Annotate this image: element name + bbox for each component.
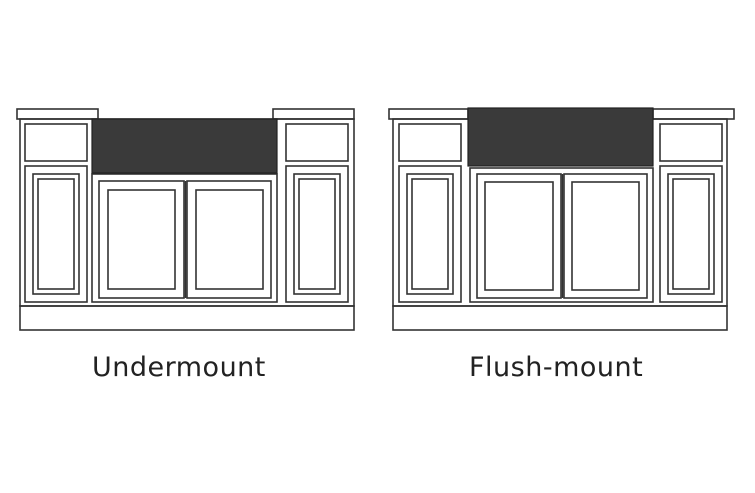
sink-apron: [467, 107, 654, 167]
center-door-left-inset: [107, 189, 176, 290]
panel-left-outer: [32, 173, 80, 295]
countertop-right: [652, 108, 735, 120]
center-door-left-inset: [484, 181, 554, 291]
drawer-left: [398, 123, 462, 162]
center-frame: [469, 167, 654, 303]
center-door-right-inset: [195, 189, 264, 290]
drawer-left: [24, 123, 88, 162]
panel-left-inner: [411, 178, 449, 290]
panel-left-outer: [406, 173, 454, 295]
panel-right-outer: [293, 173, 341, 295]
panel-right-inner: [672, 178, 710, 290]
stile-left: [398, 165, 462, 303]
sink-apron: [91, 118, 278, 174]
panel-right-inner: [298, 178, 336, 290]
center-door-right: [186, 180, 272, 299]
undermount-caption: Undermount: [92, 352, 266, 383]
drawer-right: [659, 123, 723, 162]
base-plinth: [392, 305, 728, 331]
center-door-left: [476, 173, 562, 299]
countertop-left: [388, 108, 469, 120]
countertop-left: [16, 108, 99, 120]
countertop-right: [272, 108, 355, 120]
drawer-right: [285, 123, 349, 162]
stile-right: [659, 165, 723, 303]
panel-right-outer: [667, 173, 715, 295]
center-door-right-inset: [571, 181, 640, 291]
panel-left-inner: [37, 178, 75, 290]
center-door-left: [98, 180, 185, 299]
center-door-right: [563, 173, 648, 299]
stile-left: [24, 165, 88, 303]
flushmount-caption: Flush-mount: [469, 352, 644, 383]
center-frame: [91, 173, 278, 303]
stile-right: [285, 165, 349, 303]
